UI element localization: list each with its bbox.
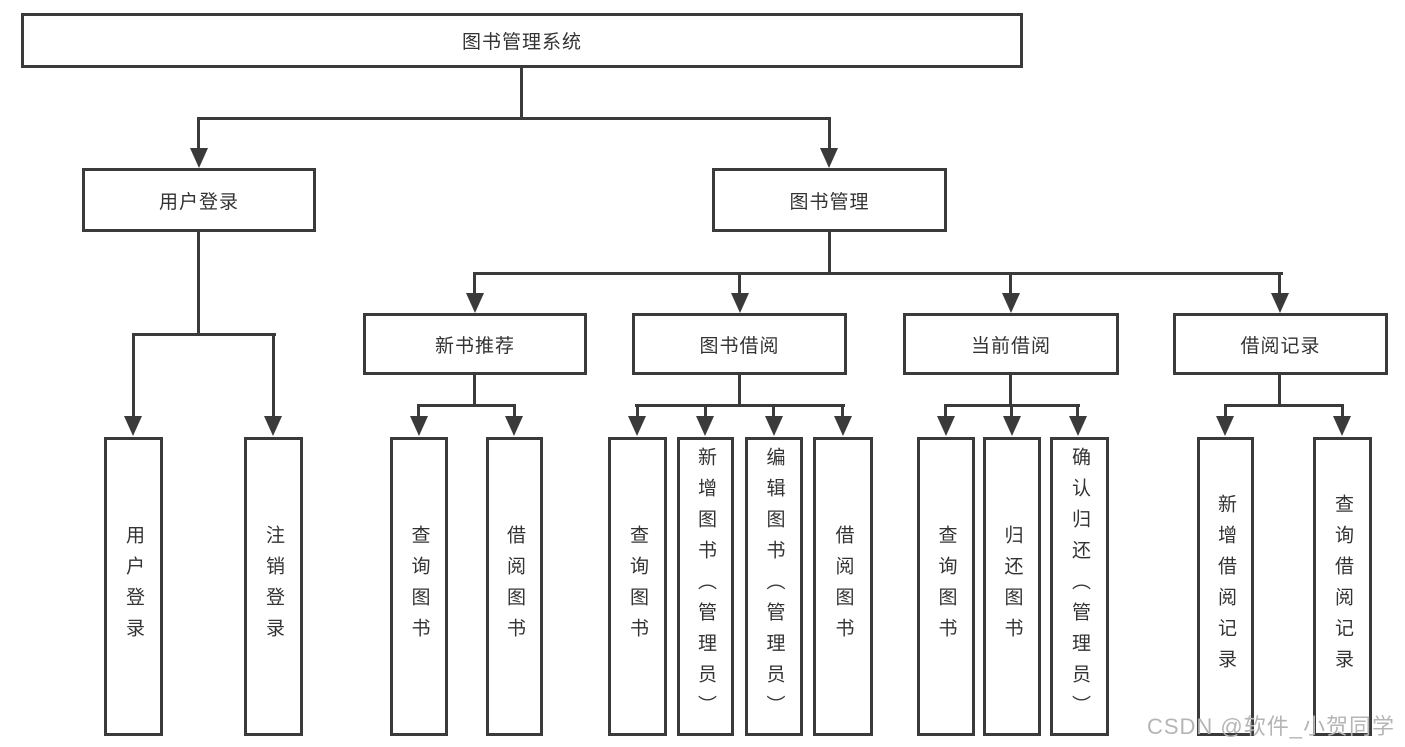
connector-line (132, 335, 135, 417)
connector-line (1224, 406, 1227, 418)
arrow-down-icon (1002, 293, 1020, 313)
node-new-book-recommend: 新书推荐 (363, 313, 587, 375)
connector-line (1010, 406, 1013, 418)
leaf-query-books-current: 查询图书 (917, 437, 975, 736)
connector-line (473, 274, 476, 295)
leaf-query-books-current-label: 查询图书 (935, 524, 957, 649)
leaf-return-book: 归还图书 (983, 437, 1041, 736)
node-root: 图书管理系统 (21, 13, 1023, 68)
leaf-add-borrow-record-label: 新增借阅记录 (1215, 493, 1236, 680)
connector-line (738, 375, 741, 407)
connector-line (473, 375, 476, 407)
leaf-user-login-label: 用户登录 (123, 524, 144, 649)
leaf-borrow-book: 借阅图书 (813, 437, 873, 736)
leaf-return-book-label: 归还图书 (1001, 524, 1023, 649)
leaf-query-books-recommend-label: 查询图书 (408, 524, 430, 649)
leaf-query-books-recommend: 查询图书 (390, 437, 448, 736)
connector-line (197, 232, 200, 336)
leaf-logout: 注销登录 (244, 437, 303, 736)
connector-line (704, 406, 707, 418)
arrow-down-icon (410, 416, 428, 436)
arrow-down-icon (466, 293, 484, 313)
leaf-query-borrow-record: 查询借阅记录 (1313, 437, 1372, 736)
connector-line (772, 406, 775, 418)
node-book-management: 图书管理 (712, 168, 947, 232)
arrow-down-icon (765, 416, 783, 436)
connector-line (1009, 274, 1012, 295)
arrow-down-icon (1069, 416, 1087, 436)
leaf-edit-book-admin: 编辑图书（管理员） (745, 437, 803, 736)
connector-line (197, 117, 831, 120)
arrow-down-icon (264, 416, 282, 436)
connector-line (473, 272, 1283, 275)
arrow-down-icon (820, 148, 838, 168)
arrow-down-icon (1271, 293, 1289, 313)
leaf-borrow-books-recommend-label: 借阅图书 (504, 524, 525, 649)
node-borrow-records: 借阅记录 (1173, 313, 1388, 375)
leaf-borrow-book-label: 借阅图书 (832, 524, 854, 649)
connector-line (1009, 375, 1012, 407)
connector-line (1278, 375, 1281, 407)
arrow-down-icon (937, 416, 955, 436)
node-book-borrow: 图书借阅 (632, 313, 847, 375)
connector-line (1224, 404, 1344, 407)
connector-line (1076, 406, 1079, 418)
node-root-label: 图书管理系统 (461, 32, 582, 53)
connector-line (520, 68, 523, 118)
connector-line (828, 232, 831, 274)
node-borrow-records-label: 借阅记录 (1240, 335, 1321, 357)
connector-line (513, 406, 516, 418)
connector-line (417, 404, 516, 407)
connector-line (828, 119, 831, 149)
connector-line (1341, 406, 1344, 418)
node-book-borrow-label: 图书借阅 (699, 335, 780, 357)
connector-line (197, 119, 200, 149)
connector-line (1278, 274, 1281, 295)
node-user-login: 用户登录 (82, 168, 316, 232)
node-current-borrow: 当前借阅 (903, 313, 1119, 375)
connector-line (635, 404, 845, 407)
arrow-down-icon (731, 293, 749, 313)
connector-line (841, 406, 844, 418)
node-new-book-recommend-label: 新书推荐 (434, 335, 515, 357)
arrow-down-icon (696, 416, 714, 436)
node-book-management-label: 图书管理 (789, 191, 870, 213)
connector-line (944, 406, 947, 418)
connector-line (272, 335, 275, 417)
connector-line (738, 274, 741, 295)
arrow-down-icon (124, 416, 142, 436)
arrow-down-icon (1003, 416, 1021, 436)
connector-line (944, 404, 1080, 407)
node-user-login-label: 用户登录 (158, 191, 239, 213)
node-current-borrow-label: 当前借阅 (970, 335, 1051, 357)
leaf-logout-label: 注销登录 (263, 524, 284, 649)
leaf-borrow-books-recommend: 借阅图书 (486, 437, 543, 736)
leaf-add-borrow-record: 新增借阅记录 (1197, 437, 1254, 736)
leaf-add-book-admin-label: 新增图书（管理员） (695, 447, 716, 726)
leaf-edit-book-admin-label: 编辑图书（管理员） (763, 447, 785, 726)
arrow-down-icon (628, 416, 646, 436)
leaf-query-books-borrow: 查询图书 (608, 437, 667, 736)
connector-line (417, 406, 420, 418)
csdn-watermark: CSDN @软件_小贺同学 (1146, 714, 1395, 739)
leaf-confirm-return-admin-label: 确认归还（管理员） (1069, 447, 1090, 726)
leaf-query-books-borrow-label: 查询图书 (627, 524, 648, 649)
leaf-confirm-return-admin: 确认归还（管理员） (1050, 437, 1109, 736)
arrow-down-icon (1216, 416, 1234, 436)
leaf-user-login: 用户登录 (104, 437, 163, 736)
arrow-down-icon (1333, 416, 1351, 436)
connector-line (636, 406, 639, 418)
arrow-down-icon (834, 416, 852, 436)
arrow-down-icon (505, 416, 523, 436)
leaf-query-borrow-record-label: 查询借阅记录 (1332, 493, 1353, 680)
arrow-down-icon (190, 148, 208, 168)
leaf-add-book-admin: 新增图书（管理员） (677, 437, 734, 736)
connector-line (132, 333, 276, 336)
